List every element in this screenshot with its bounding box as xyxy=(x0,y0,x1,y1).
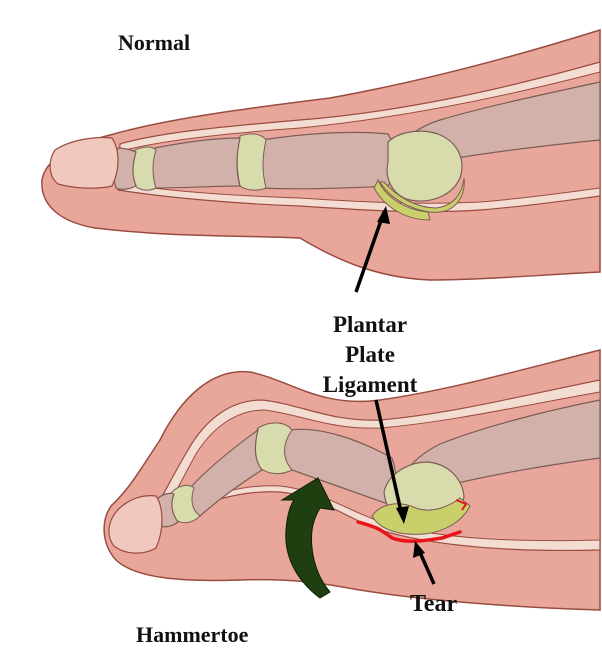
plantar-plate-tear xyxy=(356,520,462,543)
curved-arrow-icon xyxy=(280,477,335,599)
normal-plantar-plate-thick xyxy=(373,178,431,221)
curved-arrow-body xyxy=(280,477,335,599)
tear-pointer xyxy=(413,541,436,585)
hammertoe-plantar-plate xyxy=(371,497,471,535)
ligament-pointer-top xyxy=(354,206,390,293)
pointer-head-tear xyxy=(413,541,425,558)
label-plantar-plate-ligament: Plantar Plate Ligament xyxy=(300,310,440,400)
pointer-head-top xyxy=(377,206,390,224)
normal-plantar-plate xyxy=(379,177,465,213)
pointer-head-bottom xyxy=(396,506,409,524)
label-hammertoe: Hammertoe xyxy=(136,622,249,647)
tear-edge-accent xyxy=(455,499,468,511)
label-ligament-line-3: Ligament xyxy=(322,372,418,397)
normal-pip-joint xyxy=(236,133,267,191)
ligament-pointer-bottom xyxy=(374,399,409,524)
hammertoe-toenail xyxy=(108,495,163,554)
normal-toenail xyxy=(49,136,119,189)
label-ligament-line-2: Plate xyxy=(345,342,395,367)
label-tear: Tear xyxy=(410,591,458,617)
label-ligament-line-1: Plantar xyxy=(332,312,408,337)
normal-metatarsal-head xyxy=(386,130,463,202)
label-normal: Normal xyxy=(118,30,191,55)
normal-proximal-phalanx xyxy=(256,131,397,190)
hammertoe-metatarsal-bone xyxy=(403,399,601,495)
normal-toe xyxy=(41,28,601,281)
hammertoe-toe xyxy=(103,349,601,611)
